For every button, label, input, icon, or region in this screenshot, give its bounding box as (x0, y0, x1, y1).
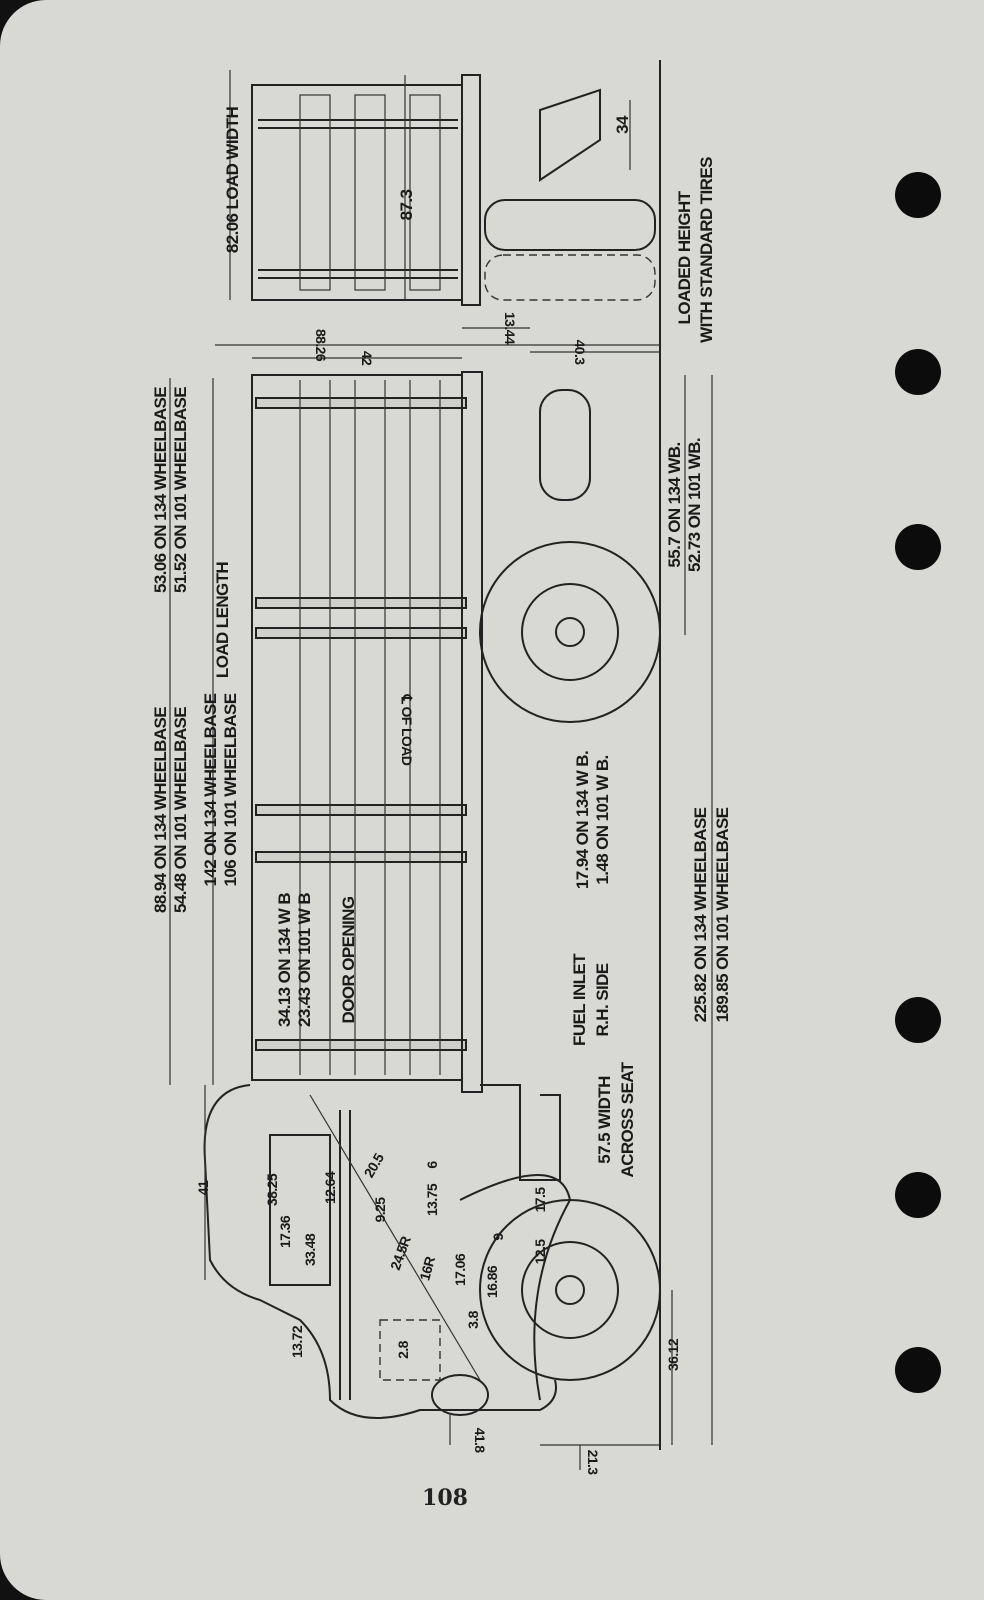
dim-3-8: 3.8 (465, 1310, 481, 1328)
dim-24-5r: 24.5R (387, 1234, 414, 1272)
dim-16-86: 16.86 (484, 1265, 500, 1298)
cab-dimension-labels: 41 38.25 12.64 20.5 9.25 13.75 6 17.36 3… (195, 1150, 681, 1475)
dim-36-12: 36.12 (665, 1338, 681, 1371)
binder-holes (895, 172, 941, 1393)
dim-17-5: 17.5 (532, 1187, 548, 1213)
dim-21-3: 21.3 (585, 1450, 601, 1476)
dim-38-25: 38.25 (264, 1173, 280, 1206)
dim-9: 9 (490, 1233, 506, 1241)
rear-view (229, 70, 656, 306)
seat-width-label: 57.5 WIDTH (595, 1076, 614, 1164)
dim-33-48: 33.48 (302, 1233, 318, 1266)
rear-axle-101: 52.73 ON 101 WB. (685, 438, 704, 572)
seat-width-label-2: ACROSS SEAT (618, 1061, 637, 1177)
dim-17-06: 17.06 (452, 1253, 468, 1286)
dim-20-5: 20.5 (361, 1150, 388, 1180)
rear-wheel (479, 541, 661, 723)
front-to-axle-134: 88.94 ON 134 WHEELBASE (151, 707, 170, 913)
fuel-distance-134: 17.94 ON 134 W B. (573, 751, 592, 889)
dim-16r: 16R (416, 1255, 438, 1283)
dim-12-5: 12.5 (532, 1239, 548, 1265)
frame-height-label: 13.44 (502, 312, 518, 345)
overall-length-134: 225.82 ON 134 WHEELBASE (691, 807, 710, 1022)
frame-ground-label: 40.3 (572, 340, 588, 366)
overall-width-label: 87.3 (397, 190, 416, 221)
rear-overhang-134: 53.06 ON 134 WHEELBASE (151, 387, 170, 593)
center-of-load-label: ℄ OF LOAD (399, 694, 415, 766)
body-height-label: 42 (359, 351, 375, 366)
length-dimensions (169, 375, 713, 1470)
fuel-distance-101: 1.48 ON 101 W B. (593, 755, 612, 884)
fuel-inlet-side-label: R.H. SIDE (593, 963, 612, 1036)
dim-12-64: 12.64 (322, 1171, 338, 1204)
stake-body (251, 371, 591, 1093)
overall-height-label: 88.26 (313, 329, 329, 362)
dim-41-8: 41.8 (472, 1428, 488, 1454)
door-distance-101: 23.43 ON 101 W B (295, 893, 314, 1027)
door-opening-label: DOOR OPENING (339, 896, 358, 1023)
rear-axle-134: 55.7 ON 134 WB. (665, 442, 684, 567)
loaded-height-label-2: WITH STANDARD TIRES (697, 157, 716, 343)
dim-41: 41 (195, 1180, 211, 1195)
page-number: 108 (422, 1485, 468, 1511)
loaded-height-label-1: LOADED HEIGHT (675, 190, 694, 324)
rear-overhang-101: 51.52 ON 101 WHEELBASE (171, 387, 190, 593)
load-length-101: 106 ON 101 WHEELBASE (221, 693, 240, 886)
hitch-height-label: 34 (613, 115, 632, 134)
dim-17-36: 17.36 (277, 1215, 293, 1248)
cab (203, 1084, 572, 1419)
overall-length-101: 189.85 ON 101 WHEELBASE (713, 807, 732, 1022)
door-distance-134: 34.13 ON 134 W B (275, 893, 294, 1027)
load-length-label: LOAD LENGTH (213, 562, 232, 678)
dim-2-8: 2.8 (395, 1340, 411, 1358)
front-wheel (479, 1199, 661, 1381)
front-to-axle-101: 54.48 ON 101 WHEELBASE (171, 707, 190, 913)
load-length-134: 142 ON 134 WHEELBASE (201, 693, 220, 886)
dim-13-75: 13.75 (424, 1183, 440, 1216)
dim-6: 6 (424, 1161, 440, 1169)
dim-13-72: 13.72 (289, 1325, 305, 1358)
dim-9-25: 9.25 (372, 1197, 388, 1223)
load-width-label: 82.06 LOAD WIDTH (223, 107, 242, 254)
fuel-inlet-label: FUEL INLET (570, 953, 589, 1046)
height-dimensions (215, 327, 660, 359)
